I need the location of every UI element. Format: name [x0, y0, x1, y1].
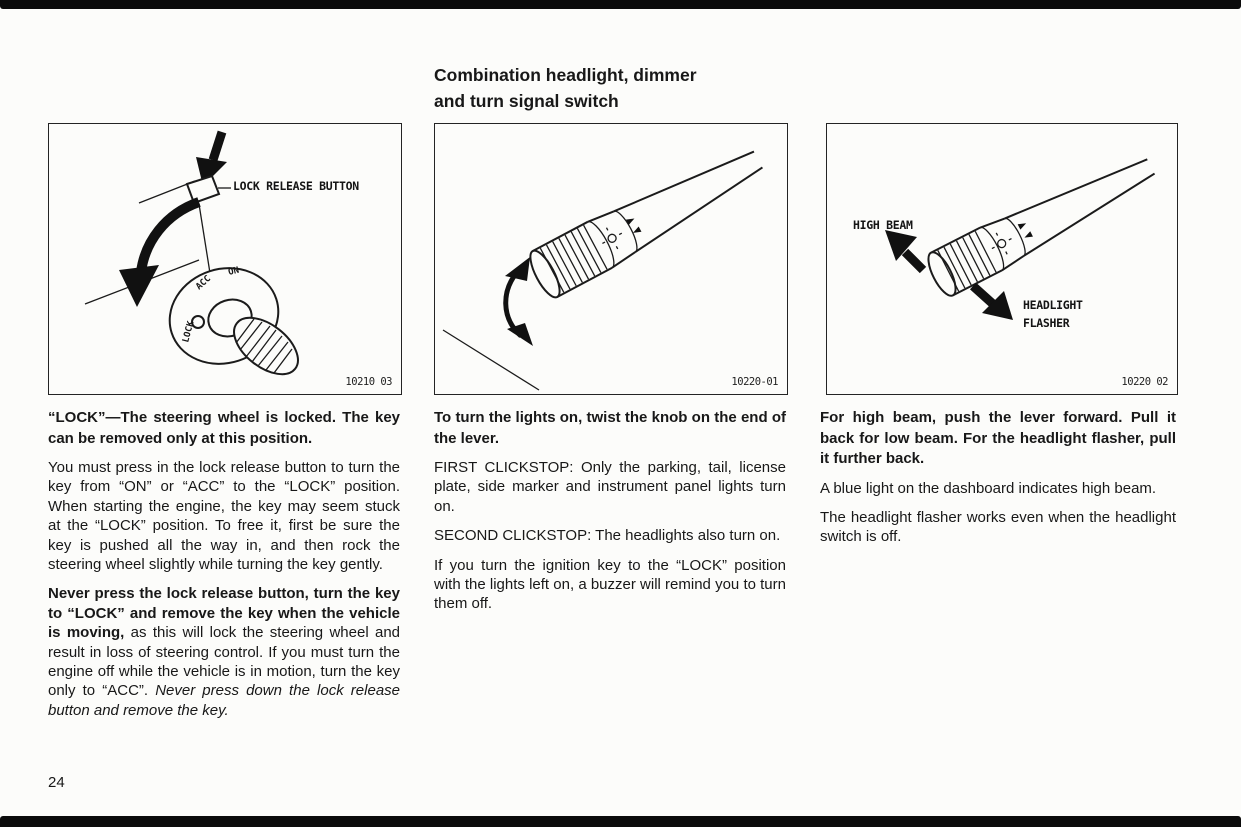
- warning-italic-text: Never press down the lock release button…: [48, 682, 400, 719]
- knob-ridges: [539, 224, 608, 293]
- section-title-line2: and turn signal switch: [434, 91, 619, 111]
- key-head-hatching: [235, 318, 293, 374]
- page-number: 24: [48, 774, 65, 791]
- figure-dimmer-switch: HIGH BEAM HEADLIGHT FLASHER 10220 02: [826, 123, 1178, 395]
- light-symbol-icon: [991, 232, 1012, 255]
- figure-light-switch: 10220-01: [434, 123, 788, 395]
- flasher-paragraph: The headlight flasher works even when th…: [820, 508, 1176, 546]
- twist-arrow-icon: [503, 257, 533, 346]
- lock-heading: “LOCK”—The steering wheel is locked. The…: [48, 409, 400, 447]
- column-high-beam: For high beam, push the lever forward. P…: [820, 408, 1176, 557]
- light-switch-illustration: [442, 150, 763, 391]
- control-stalk: [927, 158, 1156, 297]
- second-clickstop-paragraph: SECOND CLICKSTOP: The headlights also tu…: [434, 527, 781, 545]
- lights-heading: To turn the lights on, twist the knob on…: [434, 409, 786, 447]
- lock-release-button-shape: [185, 174, 221, 205]
- warning-bold-text: Never press the lock release button, tur…: [48, 585, 400, 642]
- column-lock-position: “LOCK”—The steering wheel is locked. The…: [48, 408, 400, 730]
- ignition-cylinder: LOCK ACC ON: [168, 266, 299, 376]
- lock-paragraph-2: Never press the lock release button, tur…: [48, 584, 400, 720]
- callout-lock-release-button: LOCK RELEASE BUTTON: [233, 179, 359, 193]
- page-bottom-edge: [0, 816, 1241, 827]
- key-head: [233, 316, 299, 376]
- label-headlight-flasher-line2: FLASHER: [1023, 316, 1070, 330]
- first-clickstop-paragraph: FIRST CLICKSTOP: Only the parking, tail,…: [434, 459, 786, 515]
- figure-number: 10220 02: [1121, 376, 1168, 388]
- section-title-line1: Combination headlight, dimmer: [434, 65, 697, 85]
- knob-ridges: [937, 230, 997, 292]
- label-headlight-flasher-line1: HEADLIGHT: [1023, 298, 1083, 312]
- high-beam-heading: For high beam, push the lever forward. P…: [820, 409, 1176, 467]
- ignition-switch-illustration: LOCK ACC ON: [84, 130, 299, 376]
- dimmer-switch-illustration: [885, 158, 1156, 320]
- high-beam-arrow-icon: [885, 230, 927, 274]
- figure-number: 10220-01: [731, 376, 778, 388]
- headlight-flasher-arrow-icon: [969, 282, 1013, 320]
- dial-label-on: ON: [227, 266, 240, 278]
- warning-regular-text: as this will lock the steering wheel and…: [48, 624, 401, 700]
- page-top-edge: [0, 0, 1241, 9]
- buzzer-paragraph: If you turn the ignition key to the “LOC…: [434, 556, 786, 613]
- lock-paragraph-1: You must press in the lock release butto…: [48, 459, 400, 574]
- control-stalk: [529, 150, 763, 299]
- label-high-beam: HIGH BEAM: [853, 218, 913, 232]
- rotate-key-arrow-icon: [119, 197, 201, 307]
- figure-ignition-switch: LOCK ACC ON LOCK RELEASE BUTTON 10210 03: [48, 123, 402, 395]
- column-light-switch: To turn the lights on, twist the knob on…: [434, 408, 786, 624]
- blue-light-paragraph: A blue light on the dashboard indicates …: [820, 479, 1157, 497]
- figure-number: 10210 03: [345, 376, 392, 388]
- turn-signal-symbol-icon: [1017, 223, 1033, 238]
- light-symbol-icon: [602, 227, 623, 250]
- section-title: Combination headlight, dimmer and turn s…: [434, 62, 774, 114]
- column-edge-line: [442, 329, 540, 391]
- turn-signal-symbol-icon: [625, 218, 642, 233]
